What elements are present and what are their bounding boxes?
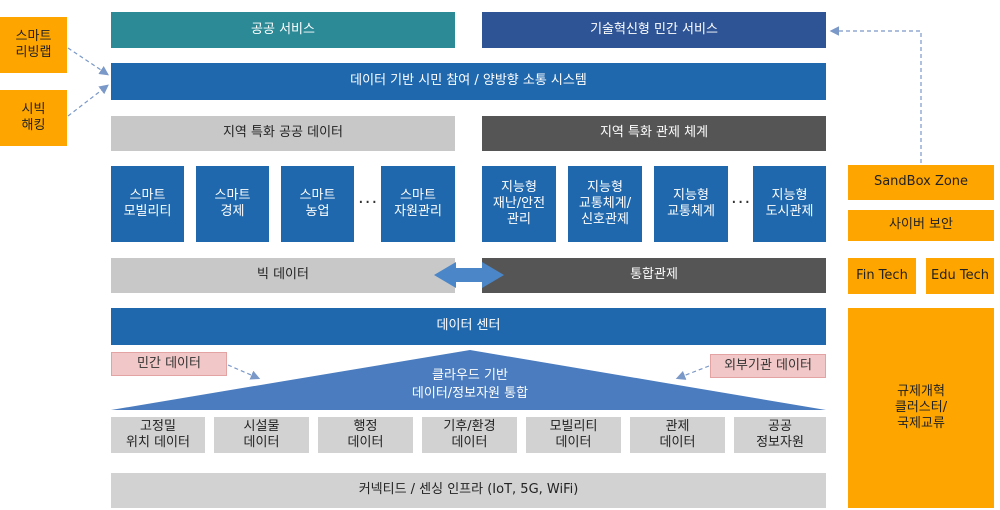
service-intelligent-disaster: 지능형 재난/안전 관리	[482, 166, 556, 242]
double-arrow-icon	[434, 262, 504, 288]
fintech-box: Fin Tech	[848, 258, 916, 294]
source-admin-data: 행정 데이터	[318, 417, 413, 453]
big-data-box: 빅 데이터	[111, 258, 455, 293]
living-lab-arrow	[67, 47, 109, 76]
connected-sensing-infra-box: 커넥티드 / 센싱 인프라 (IoT, 5G, WiFi)	[111, 473, 826, 508]
data-center-box: 데이터 센터	[111, 308, 826, 345]
source-climate-data: 기후/환경 데이터	[422, 417, 517, 453]
right-services-ellipsis: ···	[731, 192, 752, 213]
private-service-box: 기술혁신형 민간 서비스	[482, 12, 826, 48]
source-mobility-data: 모빌리티 데이터	[526, 417, 621, 453]
source-public-info: 공공 정보자원	[734, 417, 826, 453]
regional-control-system-box: 지역 특화 관제 체계	[482, 116, 826, 151]
service-smart-resource: 스마트 자원관리	[381, 166, 455, 242]
sandbox-arrow	[829, 26, 922, 163]
service-intelligent-city: 지능형 도시관제	[753, 166, 826, 242]
regulation-cluster-box: 규제개혁 클러스터/ 국제교류	[848, 308, 994, 508]
citizen-participation-system-box: 데이터 기반 시민 참여 / 양방향 소통 시스템	[111, 63, 826, 100]
edutech-box: Edu Tech	[926, 258, 994, 294]
regional-public-data-box: 지역 특화 공공 데이터	[111, 116, 455, 151]
service-intelligent-traffic: 지능형 교통체계	[654, 166, 728, 242]
integrated-control-box: 통합관제	[482, 258, 826, 293]
cyber-security-box: 사이버 보안	[848, 210, 994, 241]
service-intelligent-signal: 지능형 교통체계/ 신호관제	[568, 166, 642, 242]
cloud-triangle	[111, 350, 826, 410]
source-facility-data: 시설물 데이터	[214, 417, 309, 453]
external-data-arrow	[675, 365, 710, 380]
source-control-data: 관제 데이터	[630, 417, 725, 453]
service-smart-economy: 스마트 경제	[196, 166, 269, 242]
smart-living-lab-box: 스마트 리빙랩	[0, 17, 67, 73]
service-smart-agriculture: 스마트 농업	[281, 166, 354, 242]
left-services-ellipsis: ···	[358, 192, 379, 213]
civic-hacking-arrow	[67, 84, 109, 117]
civic-hacking-box: 시빅 해킹	[0, 90, 67, 146]
source-location-data: 고정밀 위치 데이터	[111, 417, 205, 453]
external-data-box: 외부기관 데이터	[710, 354, 826, 378]
sandbox-zone-box: SandBox Zone	[848, 165, 994, 200]
private-data-arrow	[227, 364, 261, 380]
cloud-integration-label: 클라우드 기반 데이터/정보자원 통합	[411, 368, 529, 401]
service-smart-mobility: 스마트 모빌리티	[111, 166, 184, 242]
public-service-box: 공공 서비스	[111, 12, 455, 48]
private-data-box: 민간 데이터	[111, 352, 227, 376]
